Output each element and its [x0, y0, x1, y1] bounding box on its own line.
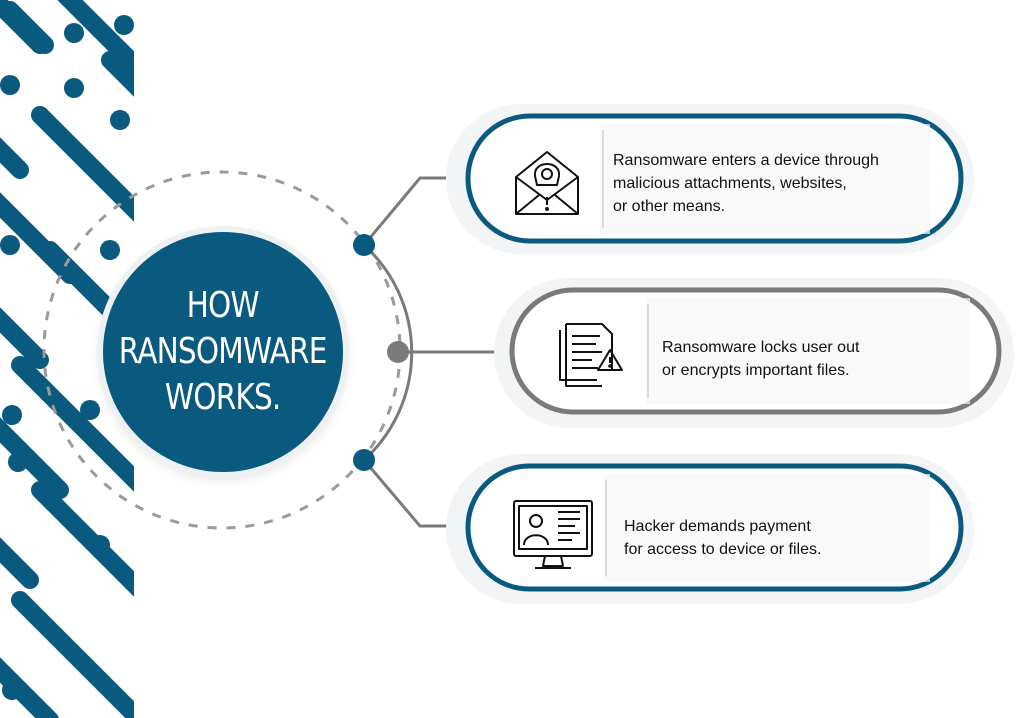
- connector-node-2: [387, 341, 409, 363]
- step-2-line-2: or encrypts important files.: [662, 362, 850, 379]
- hacker-monitor-icon: [513, 500, 593, 569]
- document-warning-icon: [559, 323, 623, 387]
- connector-node-1: [353, 234, 375, 256]
- title-circle: HOW RANSOMWARE WORKS.: [103, 232, 343, 472]
- title-line-1: HOW: [186, 285, 260, 326]
- step-card-3: [446, 454, 974, 604]
- connector-node-3: [353, 449, 375, 471]
- step-3-line-2: for access to device or files.: [624, 541, 822, 558]
- step-3-text: Hacker demands payment for access to dev…: [624, 515, 821, 561]
- step-2-text: Ransomware locks user out or encrypts im…: [662, 336, 859, 382]
- title-line-2: RANSOMWARE: [119, 331, 328, 372]
- step-1-text: Ransomware enters a device through malic…: [613, 149, 879, 218]
- step-card-2: [494, 278, 1014, 428]
- email-hacker-icon: [515, 151, 579, 215]
- title-line-3: WORKS.: [165, 377, 281, 418]
- step-1-line-3: or other means.: [613, 198, 726, 215]
- decorative-stripes: [0, 0, 134, 718]
- step-card-1: [446, 104, 974, 254]
- title: HOW RANSOMWARE WORKS.: [119, 283, 328, 421]
- step-1-line-2: malicious attachments, websites,: [613, 175, 847, 192]
- step-1-line-1: Ransomware enters a device through: [613, 152, 879, 169]
- step-2-line-1: Ransomware locks user out: [662, 339, 860, 356]
- step-3-line-1: Hacker demands payment: [624, 518, 811, 535]
